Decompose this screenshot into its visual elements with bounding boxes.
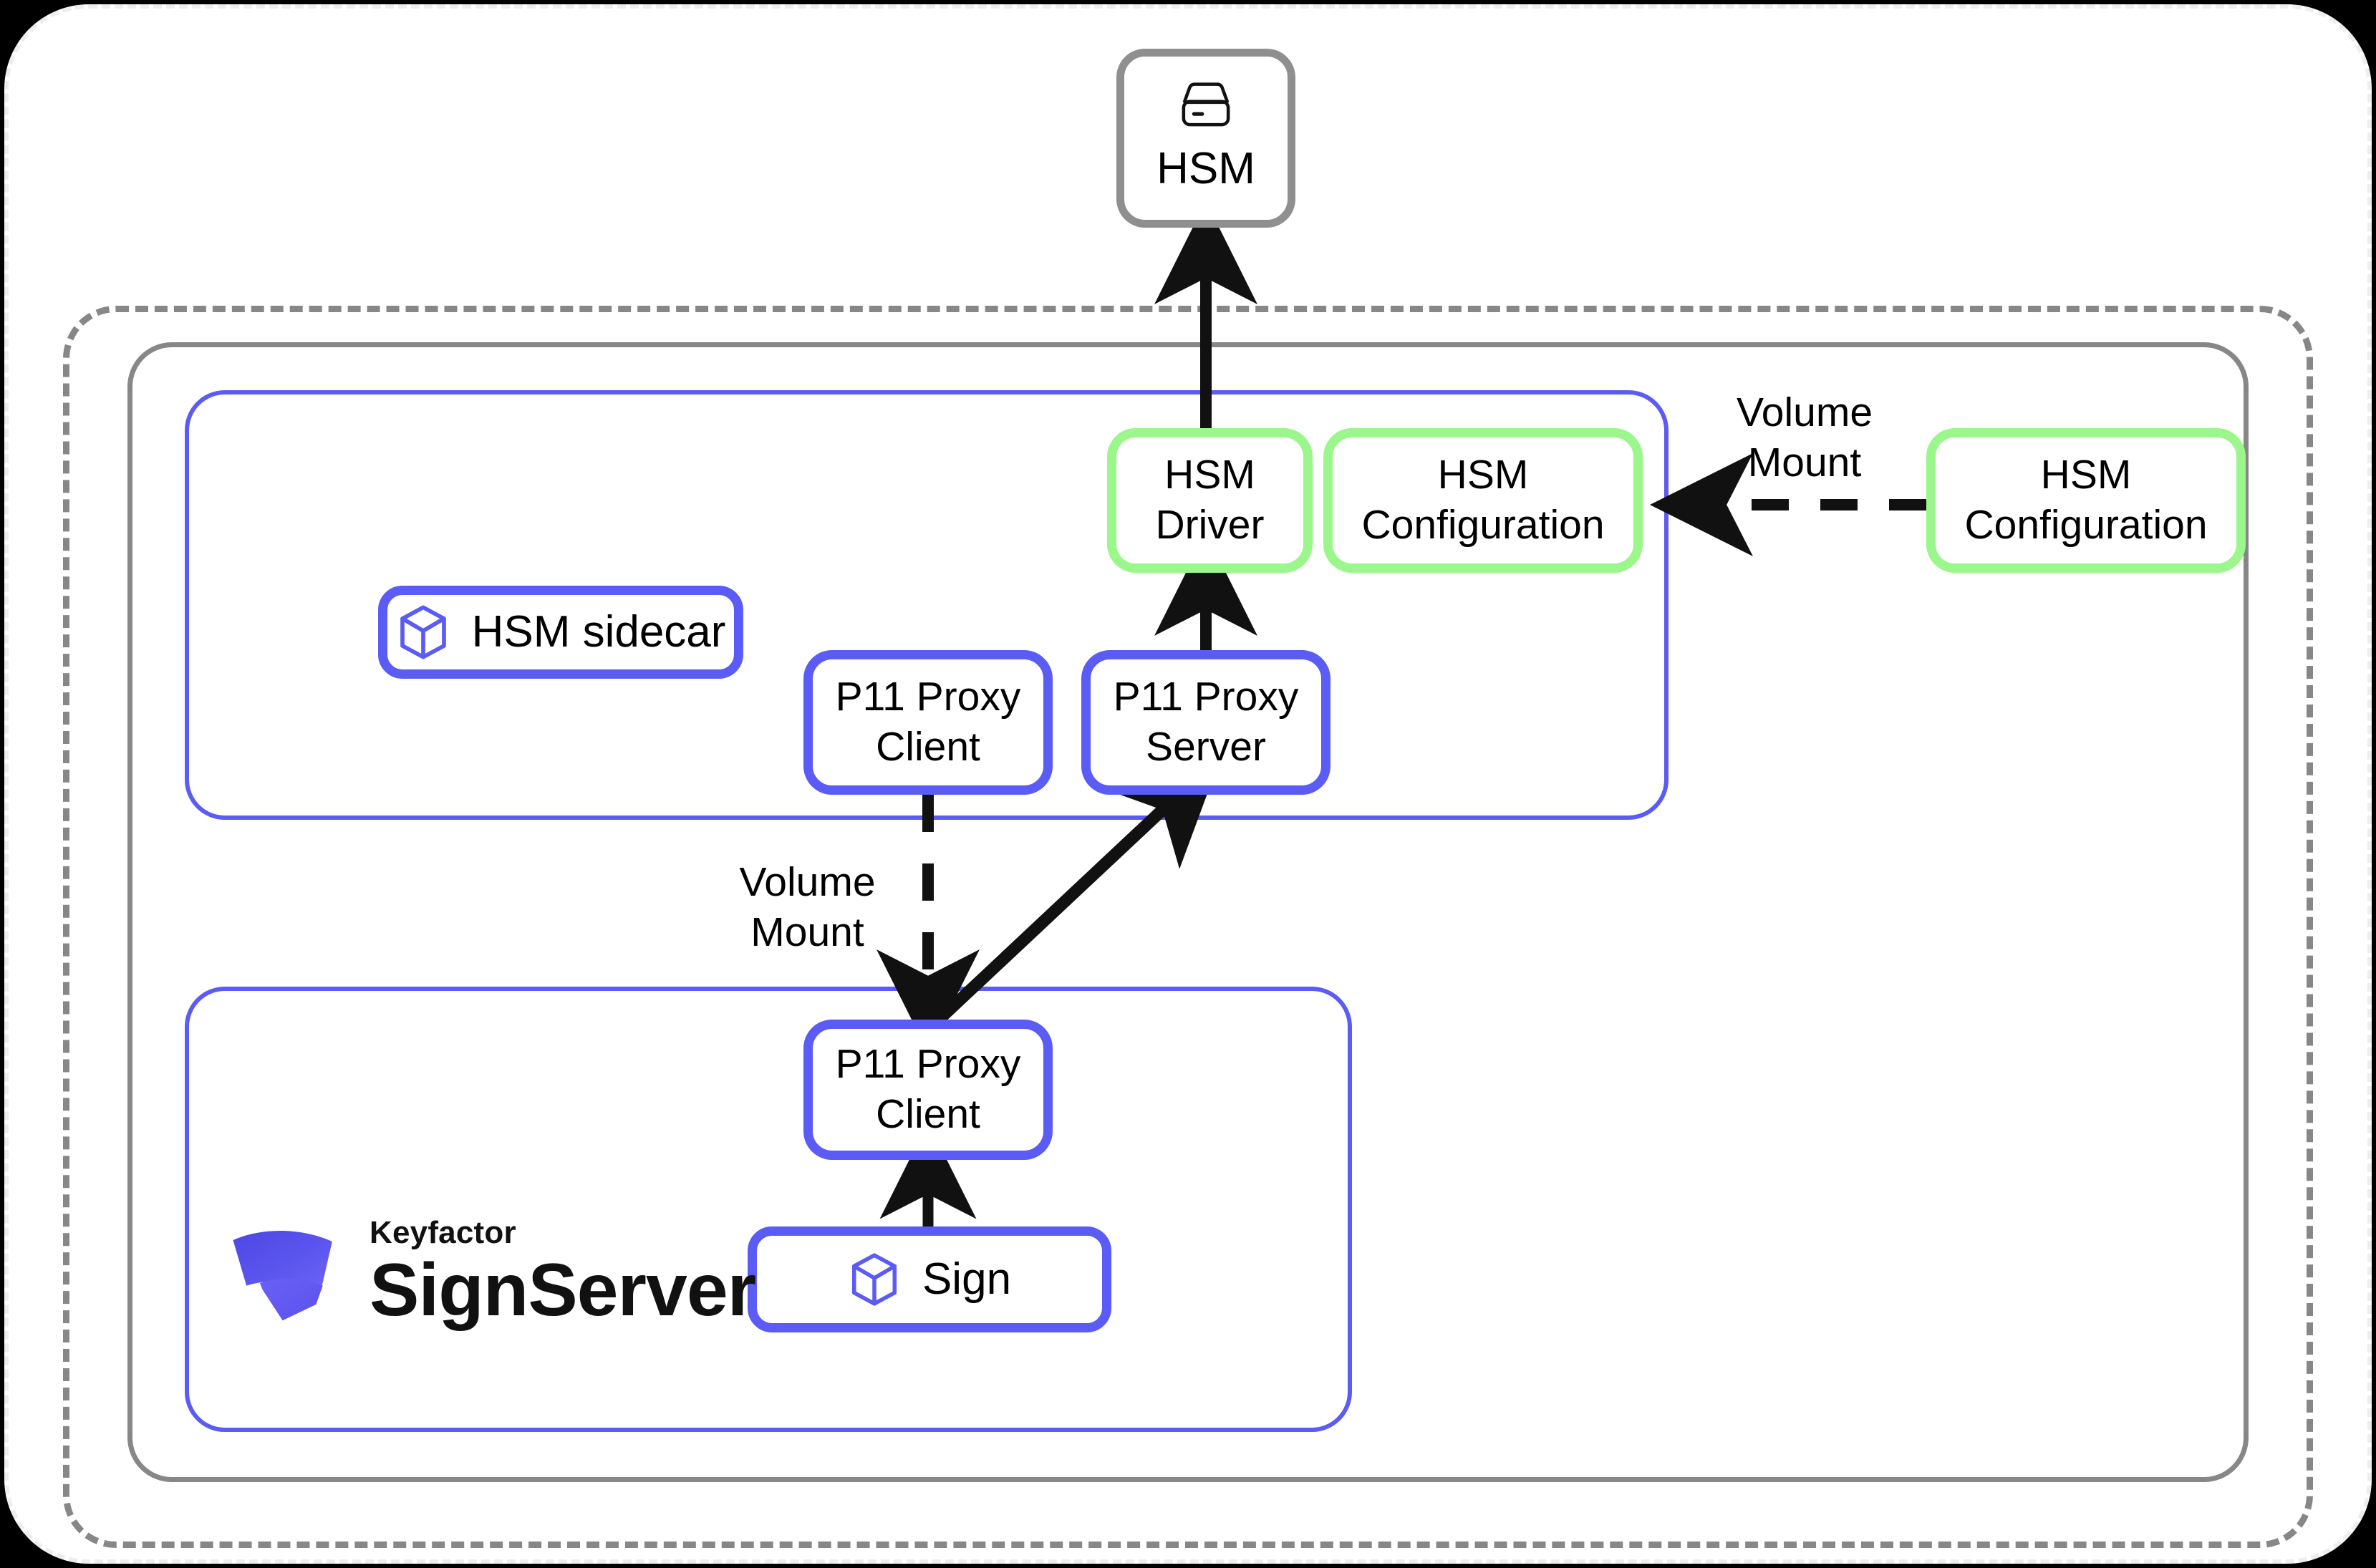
node-p11-proxy-client-sidecar[interactable]: P11 Proxy Client bbox=[803, 650, 1053, 795]
node-hsm-configuration-outer[interactable]: HSM Configuration bbox=[1926, 428, 2246, 573]
keyfactor-signserver-logo: Keyfactor SignServer bbox=[228, 1215, 756, 1332]
node-hsm-configuration-inner[interactable]: HSM Configuration bbox=[1323, 428, 1643, 573]
edge-label-volume-mount-middle: Volume Mount bbox=[739, 859, 876, 955]
node-p11-proxy-client-sidecar-label: P11 Proxy Client bbox=[835, 674, 1021, 770]
node-p11-proxy-client-signserver[interactable]: P11 Proxy Client bbox=[803, 1020, 1053, 1160]
node-p11-proxy-client-signserver-label: P11 Proxy Client bbox=[835, 1041, 1021, 1137]
pod-boundary-solid-frame bbox=[127, 342, 2249, 1482]
node-hsm-sidecar[interactable]: HSM sidecar bbox=[378, 586, 743, 679]
hsm-server-icon bbox=[1175, 80, 1237, 135]
node-hsm-driver[interactable]: HSM Driver bbox=[1107, 428, 1313, 573]
node-p11-proxy-server[interactable]: P11 Proxy Server bbox=[1081, 650, 1331, 795]
cube-icon bbox=[396, 604, 450, 661]
keyfactor-fan-logo-icon bbox=[228, 1219, 351, 1326]
node-hsm-configuration-inner-label: HSM Configuration bbox=[1361, 452, 1605, 548]
node-p11-proxy-server-label: P11 Proxy Server bbox=[1113, 674, 1299, 770]
node-hsm-sidecar-label: HSM sidecar bbox=[471, 607, 726, 657]
signserver-container-frame bbox=[185, 987, 1352, 1432]
node-sign[interactable]: Sign bbox=[748, 1226, 1111, 1332]
node-hsm-label: HSM bbox=[1156, 143, 1255, 193]
node-hsm-configuration-outer-label: HSM Configuration bbox=[1964, 452, 2208, 548]
logo-brand-text: Keyfactor bbox=[370, 1215, 516, 1250]
logo-product-text: SignServer bbox=[370, 1249, 756, 1332]
node-hsm-driver-label: HSM Driver bbox=[1155, 452, 1265, 548]
node-hsm[interactable]: HSM bbox=[1116, 49, 1295, 228]
cube-icon bbox=[848, 1252, 901, 1307]
deployment-boundary-dashed-frame bbox=[63, 306, 2313, 1548]
node-sign-label: Sign bbox=[922, 1254, 1012, 1305]
edge-label-volume-mount-right: Volume Mount bbox=[1736, 389, 1873, 485]
